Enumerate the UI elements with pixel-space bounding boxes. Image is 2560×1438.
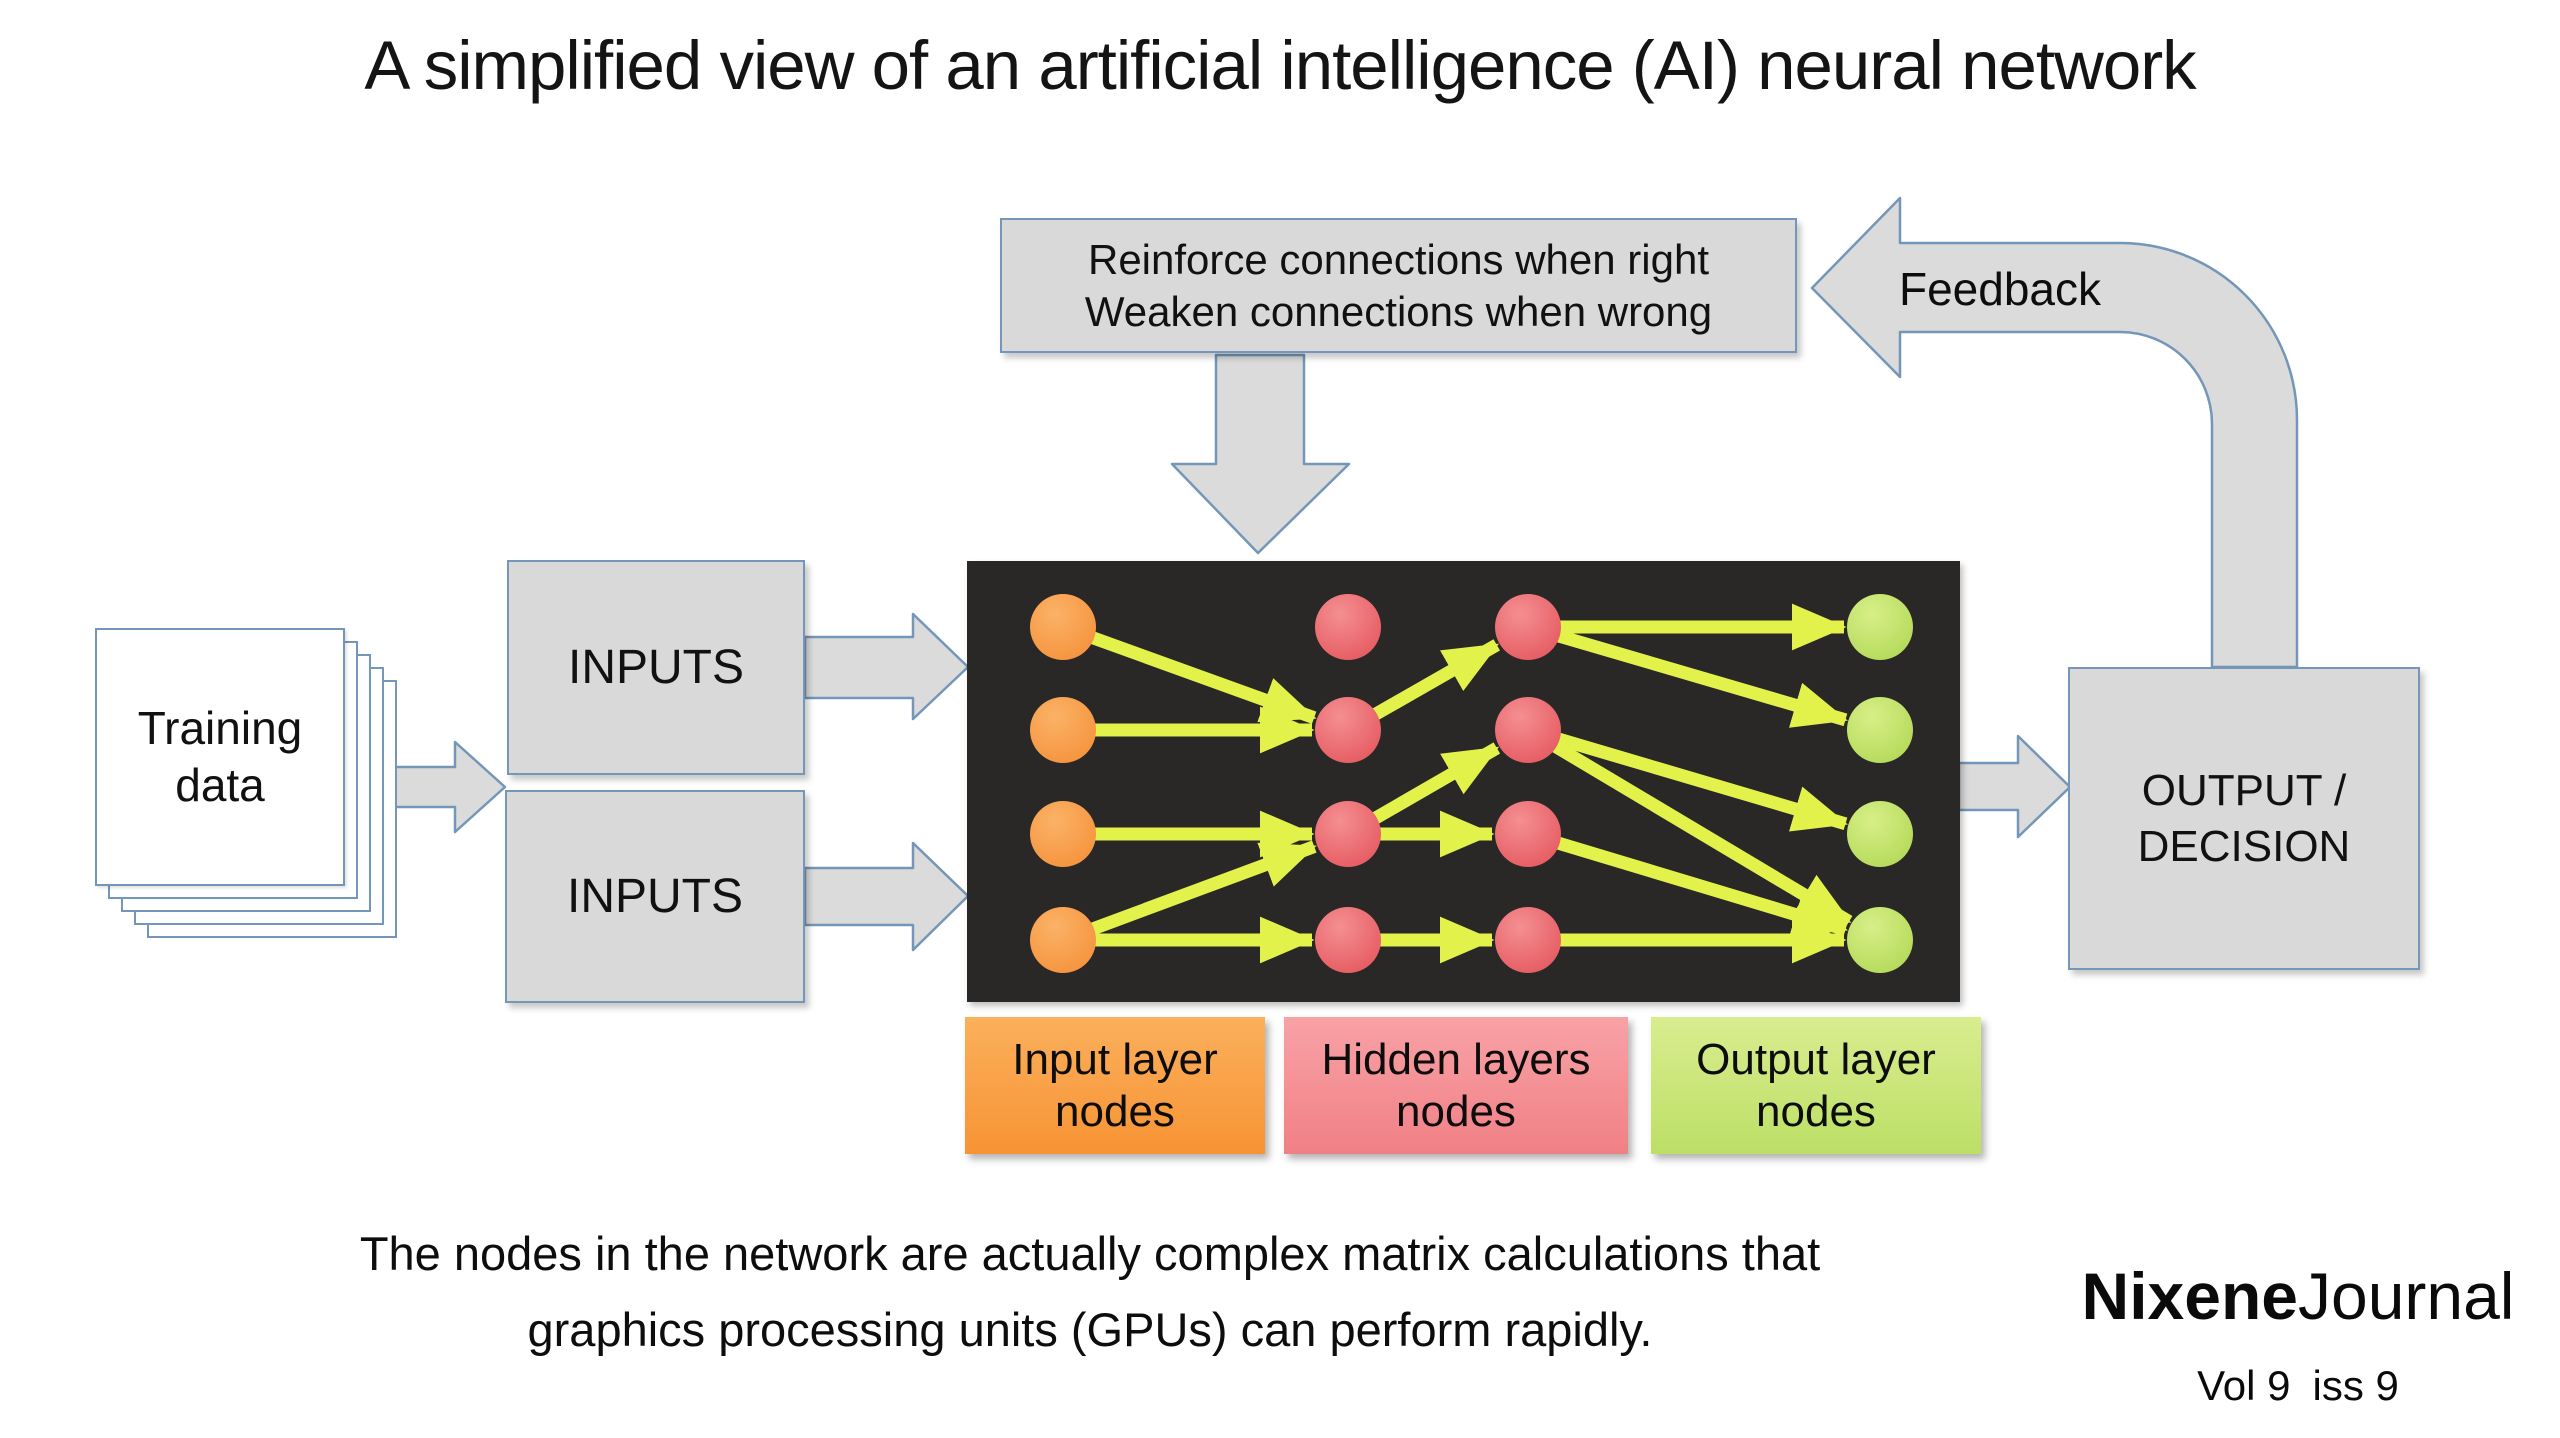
- training-data-line-1: Training: [137, 702, 303, 754]
- legend-input-layer: Input layer nodes: [965, 1017, 1265, 1154]
- network-edge-h2b-o4: [1524, 724, 1853, 928]
- issue: iss 9: [2312, 1362, 2399, 1409]
- network-panel: [967, 561, 1960, 1002]
- network-edge-h1b-o2: [1526, 620, 1848, 728]
- network-node-i1: [1030, 594, 1096, 660]
- network-node-i2: [1030, 697, 1096, 763]
- network-node-h1a: [1315, 594, 1381, 660]
- panel-to-output-arrow: [1957, 734, 2072, 839]
- brand-logo: NixeneJournal: [2080, 1258, 2516, 1334]
- network-edge-i1-h2a: [1060, 620, 1317, 724]
- volume: Vol 9: [2197, 1362, 2291, 1409]
- legend-hidden-layers: Hidden layers nodes: [1284, 1017, 1628, 1154]
- reinforce-line-1: Reinforce connections when right: [1087, 235, 1710, 283]
- stack-to-inputs-arrow: [388, 740, 507, 834]
- network-node-h4a: [1315, 907, 1381, 973]
- page-title: A simplified view of an artificial intel…: [364, 27, 2196, 104]
- reinforce-line-2: Weaken connections when wrong: [1084, 287, 1713, 335]
- network-node-o1: [1847, 594, 1913, 660]
- legend-output-layer: Output layer nodes: [1651, 1017, 1981, 1154]
- network-node-h3b: [1495, 801, 1561, 867]
- network-svg: [1030, 594, 1913, 973]
- network-edge-h3b-o4: [1526, 827, 1849, 938]
- inputs-bottom-label: INPUTS: [566, 870, 743, 923]
- brand-regular: Journal: [2297, 1259, 2515, 1333]
- training-data-page: Training data: [95, 628, 345, 886]
- caption: The nodes in the network are actually co…: [40, 1216, 2140, 1368]
- output-line-1: OUTPUT /: [2141, 765, 2347, 815]
- legend-hidden-line-2: nodes: [1396, 1086, 1516, 1136]
- output-line-2: DECISION: [2137, 821, 2351, 871]
- feedback-label: Feedback: [1898, 263, 2101, 315]
- training-data-line-2: data: [175, 759, 265, 811]
- legend-input-line-2: nodes: [1055, 1086, 1175, 1136]
- caption-line-2: graphics processing units (GPUs) can per…: [527, 1303, 1653, 1356]
- network-node-o2: [1847, 697, 1913, 763]
- network-node-i3: [1030, 801, 1096, 867]
- feedback-arrow: [1810, 196, 2299, 669]
- legend-output-line-2: nodes: [1756, 1086, 1876, 1136]
- legend-input-line-1: Input layer: [1012, 1034, 1218, 1084]
- volume-issue: Vol 9 iss 9: [2080, 1362, 2516, 1410]
- legend-output-line-1: Output layer: [1696, 1034, 1936, 1084]
- network-edge-h2b-o3: [1526, 723, 1848, 832]
- caption-line-1: The nodes in the network are actually co…: [359, 1227, 1821, 1280]
- inputs-top-label: INPUTS: [567, 641, 744, 694]
- reinforce-down-arrow: [1170, 353, 1351, 555]
- legend-hidden-line-1: Hidden layers: [1321, 1034, 1591, 1084]
- network-node-o4: [1847, 907, 1913, 973]
- reinforce-box: Reinforce connections when right Weaken …: [1000, 218, 1797, 353]
- network-node-h3a: [1315, 801, 1381, 867]
- network-node-o3: [1847, 801, 1913, 867]
- network-node-h1b: [1495, 594, 1561, 660]
- inputs-bottom-arrow: [803, 841, 970, 952]
- network-edge-i4-h3a: [1060, 840, 1317, 947]
- inputs-box-top: INPUTS: [507, 560, 805, 775]
- inputs-box-bottom: INPUTS: [505, 790, 805, 1003]
- brand-bold: Nixene: [2081, 1259, 2298, 1333]
- output-decision-box: OUTPUT / DECISION: [2068, 667, 2420, 970]
- network-node-h2a: [1315, 697, 1381, 763]
- network-node-i4: [1030, 907, 1096, 973]
- network-node-h4b: [1495, 907, 1561, 973]
- network-node-h2b: [1495, 697, 1561, 763]
- inputs-top-arrow: [803, 612, 970, 721]
